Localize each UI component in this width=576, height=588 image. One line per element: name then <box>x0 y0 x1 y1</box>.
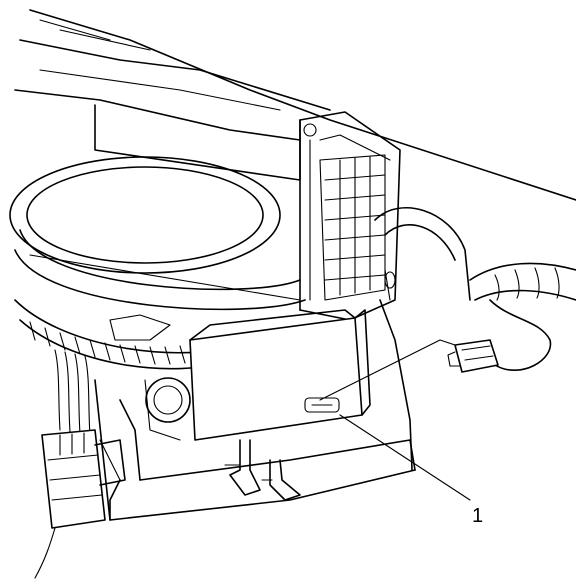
wiring-harness-right <box>447 262 576 373</box>
callout-1: 1 <box>472 505 483 527</box>
blower-inlet <box>9 156 306 311</box>
upper-panel <box>14 9 576 201</box>
motor-mount <box>94 377 416 521</box>
blower-housing <box>94 104 401 321</box>
left-wire-connector <box>34 349 126 579</box>
callout-label-1: 1 <box>472 505 483 527</box>
blower-motor-resistor <box>189 309 371 501</box>
leader-lines <box>319 339 471 501</box>
heater-case <box>374 206 471 471</box>
